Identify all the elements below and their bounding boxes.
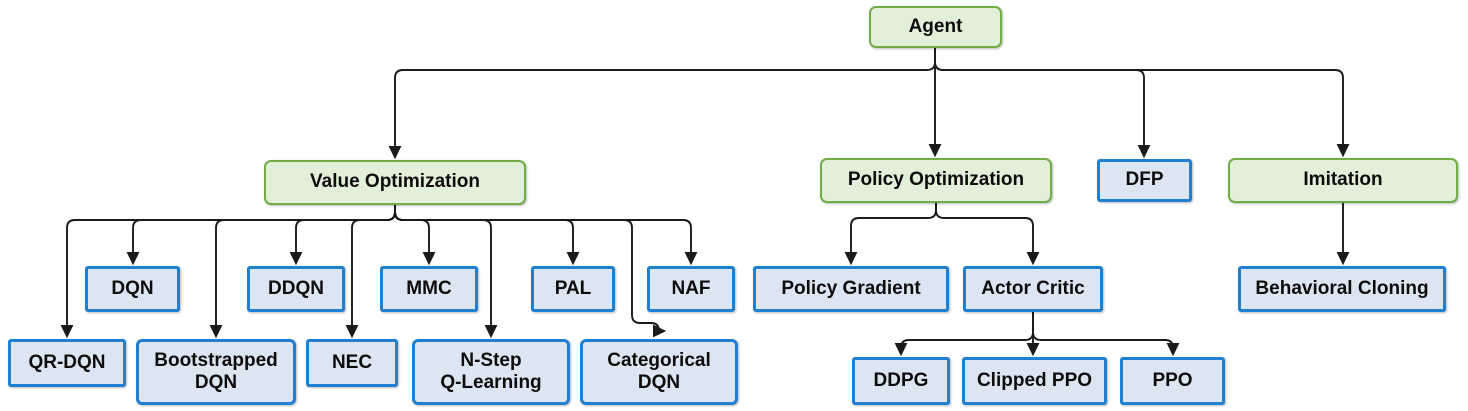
node-label-ddpg: DDPG	[873, 369, 929, 391]
edge-policy_optimization-to-policy_gradient	[844, 203, 937, 266]
node-label-imitation: Imitation	[1303, 169, 1383, 191]
node-ddqn[interactable]: DDQN	[247, 266, 345, 312]
node-imitation[interactable]: Imitation	[1228, 158, 1458, 203]
node-ppo[interactable]: PPO	[1120, 357, 1225, 405]
edge-value_optimization-to-pal	[394, 205, 580, 266]
node-behavioral_cloning[interactable]: Behavioral Cloning	[1238, 266, 1446, 312]
node-pal[interactable]: PAL	[531, 266, 615, 312]
node-label-categorical_dqn: Categorical DQN	[607, 349, 711, 393]
node-dqn[interactable]: DQN	[85, 266, 180, 312]
node-label-nec: NEC	[331, 351, 373, 373]
node-label-mmc: MMC	[406, 277, 452, 299]
node-categorical_dqn[interactable]: Categorical DQN	[580, 339, 738, 405]
node-label-qr_dqn: QR-DQN	[28, 351, 106, 373]
node-label-pal: PAL	[554, 277, 592, 299]
edge-agent-to-dfp	[934, 48, 1151, 159]
node-policy_gradient[interactable]: Policy Gradient	[753, 266, 949, 312]
edge-value_optimization-to-ddqn	[289, 205, 396, 266]
edge-actor_critic-to-ddpg	[894, 312, 1034, 357]
edge-value_optimization-to-naf	[394, 205, 698, 266]
edge-value_optimization-to-mmc	[394, 205, 436, 266]
node-label-agent: Agent	[908, 15, 963, 37]
node-mmc[interactable]: MMC	[380, 266, 478, 312]
node-ddpg[interactable]: DDPG	[852, 357, 950, 405]
node-clipped_ppo[interactable]: Clipped PPO	[962, 357, 1107, 405]
node-dfp[interactable]: DFP	[1097, 159, 1192, 202]
node-label-naf: NAF	[671, 277, 711, 299]
edge-agent-to-value_optimization	[388, 48, 936, 160]
node-label-ddqn: DDQN	[268, 277, 324, 299]
node-label-actor_critic: Actor Critic	[981, 277, 1085, 299]
edge-policy_optimization-to-actor_critic	[935, 203, 1040, 266]
edge-value_optimization-to-dqn	[126, 205, 396, 266]
node-policy_optimization[interactable]: Policy Optimization	[820, 158, 1052, 203]
node-value_optimization[interactable]: Value Optimization	[264, 160, 526, 205]
edge-agent-to-imitation	[934, 48, 1350, 158]
node-qr_dqn[interactable]: QR-DQN	[8, 339, 126, 387]
node-nec[interactable]: NEC	[306, 339, 398, 387]
node-naf[interactable]: NAF	[647, 266, 735, 312]
edge-actor_critic-to-ppo	[1032, 312, 1180, 357]
node-bootstrapped_dqn[interactable]: Bootstrapped DQN	[136, 339, 296, 405]
node-label-bootstrapped_dqn: Bootstrapped DQN	[154, 349, 278, 393]
node-label-behavioral_cloning: Behavioral Cloning	[1255, 277, 1429, 299]
node-label-policy_gradient: Policy Gradient	[781, 277, 921, 299]
node-label-n_step_q_learning: N-Step Q-Learning	[440, 349, 542, 393]
node-label-dfp: DFP	[1125, 169, 1164, 191]
node-n_step_q_learning[interactable]: N-Step Q-Learning	[412, 339, 570, 405]
node-label-dqn: DQN	[111, 277, 154, 299]
node-label-policy_optimization: Policy Optimization	[847, 169, 1025, 191]
node-actor_critic[interactable]: Actor Critic	[963, 266, 1103, 312]
node-label-clipped_ppo: Clipped PPO	[976, 369, 1093, 391]
node-label-value_optimization: Value Optimization	[310, 171, 480, 193]
node-label-ppo: PPO	[1152, 369, 1193, 391]
node-agent[interactable]: Agent	[869, 6, 1002, 48]
